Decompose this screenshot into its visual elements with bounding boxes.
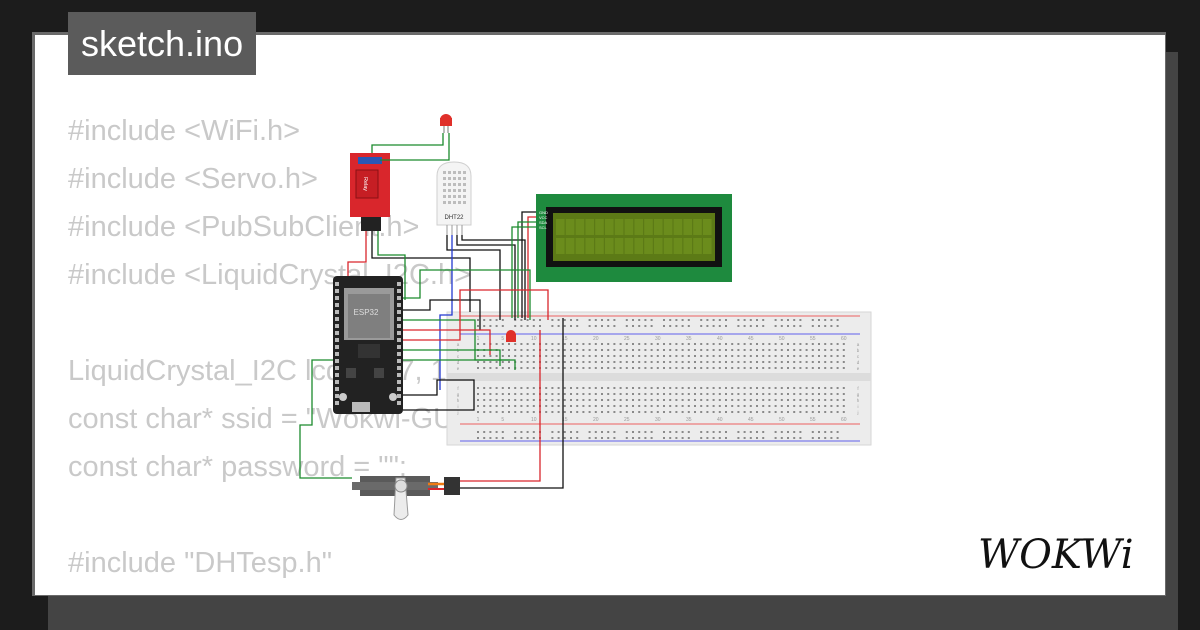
breadboard-row-letter: g bbox=[857, 392, 860, 397]
esp32-board[interactable]: ESP32 bbox=[333, 276, 403, 414]
breadboard-row-letter: c bbox=[857, 354, 860, 359]
breadboard-column-number: 50 bbox=[779, 417, 785, 423]
breadboard-row-letter: i bbox=[858, 404, 859, 409]
breadboard-row-letter: d bbox=[457, 360, 460, 365]
lcd-pin-label: GND bbox=[539, 210, 548, 215]
servo-motor[interactable] bbox=[352, 476, 460, 520]
breadboard-column-number: 15 bbox=[562, 417, 568, 423]
wokwi-logo: WOKWi bbox=[978, 532, 1134, 578]
breadboard-row-letter: b bbox=[857, 348, 860, 353]
breadboard-column-number: 35 bbox=[686, 336, 692, 342]
breadboard-column-number: 45 bbox=[748, 336, 754, 342]
breadboard-column-number: 10 bbox=[531, 336, 537, 342]
lcd-pin-label: SCL bbox=[539, 225, 548, 230]
breadboard-column-number: 20 bbox=[593, 336, 599, 342]
breadboard-row-letter: h bbox=[457, 398, 460, 403]
breadboard-column-number: 60 bbox=[841, 417, 847, 423]
breadboard-column-number: 55 bbox=[810, 336, 816, 342]
led-breadboard[interactable] bbox=[506, 330, 516, 342]
breadboard-column-number: 30 bbox=[655, 417, 661, 423]
breadboard-row-letter: j bbox=[857, 410, 859, 415]
breadboard-column-number: 40 bbox=[717, 417, 723, 423]
breadboard-column-number: 1 bbox=[477, 417, 480, 423]
file-name-tag: sketch.ino bbox=[68, 12, 257, 75]
breadboard-column-number: 35 bbox=[686, 417, 692, 423]
breadboard-row-letter: d bbox=[857, 360, 860, 365]
code-line: #include <LiquidCrystal_I2C.h> bbox=[68, 259, 472, 291]
code-line: #include <Servo.h> bbox=[68, 163, 318, 195]
breadboard-row-letter: f bbox=[457, 386, 459, 391]
breadboard-row-letter: a bbox=[857, 342, 860, 347]
wires bbox=[299, 133, 564, 490]
breadboard-row-letter: h bbox=[857, 398, 860, 403]
breadboard-column-number: 50 bbox=[779, 336, 785, 342]
lcd-pin-label: SDA bbox=[539, 220, 548, 225]
dht22-sensor[interactable]: DHT22 bbox=[436, 161, 472, 235]
breadboard-column-number: 25 bbox=[624, 336, 630, 342]
breadboard-column-number: 45 bbox=[748, 417, 754, 423]
wokwi-logo-text: WOKWi bbox=[978, 532, 1134, 578]
code-preview-card: #include <WiFi.h> #include <Servo.h> #in… bbox=[35, 35, 1165, 595]
breadboard-row-letter: f bbox=[857, 386, 859, 391]
breadboard-column-number: 30 bbox=[655, 336, 661, 342]
dht-label: DHT22 bbox=[444, 215, 464, 221]
breadboard-row-letter: c bbox=[457, 354, 460, 359]
code-line: #include "DHTesp.h" bbox=[68, 547, 333, 579]
breadboard-row-letter: g bbox=[457, 392, 460, 397]
breadboard-column-number: 20 bbox=[593, 417, 599, 423]
relay-label: Relay bbox=[362, 177, 368, 191]
breadboard-column-number: 5 bbox=[501, 417, 504, 423]
breadboard-column-number: 5 bbox=[501, 336, 504, 342]
breadboard-column-number: 15 bbox=[562, 336, 568, 342]
breadboard-column-number: 10 bbox=[531, 417, 537, 423]
breadboard-row-letter: j bbox=[457, 410, 459, 415]
breadboard-column-number: 40 bbox=[717, 336, 723, 342]
code-line: #include <WiFi.h> bbox=[68, 115, 301, 147]
breadboard-column-number: 1 bbox=[477, 336, 480, 342]
led-top[interactable] bbox=[440, 114, 452, 133]
breadboard-row-letter: i bbox=[458, 404, 459, 409]
breadboard-row-letter: e bbox=[857, 366, 860, 371]
lcd-pin-label: VCC bbox=[539, 215, 548, 220]
breadboard-column-number: 55 bbox=[810, 417, 816, 423]
breadboard-row-letter: e bbox=[457, 366, 460, 371]
breadboard-column-number: 60 bbox=[841, 336, 847, 342]
breadboard-column-number: 25 bbox=[624, 417, 630, 423]
breadboard-row-letter: a bbox=[457, 342, 460, 347]
relay-module[interactable]: Relay bbox=[350, 153, 390, 231]
esp32-label: ESP32 bbox=[354, 308, 379, 317]
